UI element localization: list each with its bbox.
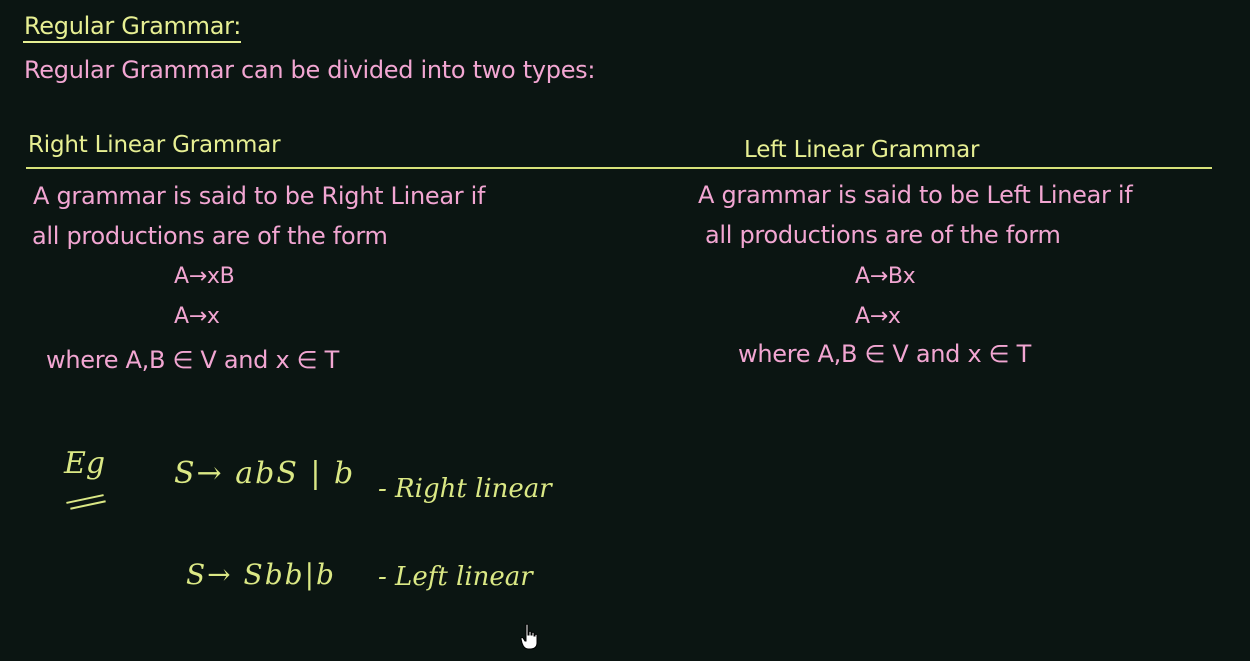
right-linear-where: where A,B ∈ V and x ∈ T (46, 346, 339, 374)
left-linear-production-1: A→Bx (855, 264, 916, 289)
example-label: Eg (64, 446, 106, 481)
intro-text: Regular Grammar can be divided into two … (24, 56, 596, 84)
page-title: Regular Grammar: (24, 12, 242, 40)
hand-cursor-icon (520, 623, 538, 650)
left-linear-definition-line2: all productions are of the form (705, 221, 1061, 249)
left-linear-heading: Left Linear Grammar (744, 137, 980, 163)
example-left-linear-label: - Left linear (378, 562, 533, 592)
example-right-linear-label: - Right linear (378, 474, 552, 504)
title-underline (23, 41, 241, 43)
example-right-linear-grammar: S→ abS | b (174, 456, 356, 491)
example-left-linear-grammar: S→ Sbb|b (186, 558, 336, 591)
section-divider (26, 167, 1212, 169)
right-linear-definition-line1: A grammar is said to be Right Linear if (33, 182, 486, 210)
right-linear-production-1: A→xB (174, 264, 235, 289)
right-linear-heading: Right Linear Grammar (28, 132, 281, 158)
right-linear-definition-line2: all productions are of the form (32, 222, 388, 250)
left-linear-production-2: A→x (855, 304, 901, 329)
left-linear-where: where A,B ∈ V and x ∈ T (738, 340, 1031, 368)
left-linear-definition-line1: A grammar is said to be Left Linear if (698, 181, 1133, 209)
right-linear-production-2: A→x (174, 304, 220, 329)
